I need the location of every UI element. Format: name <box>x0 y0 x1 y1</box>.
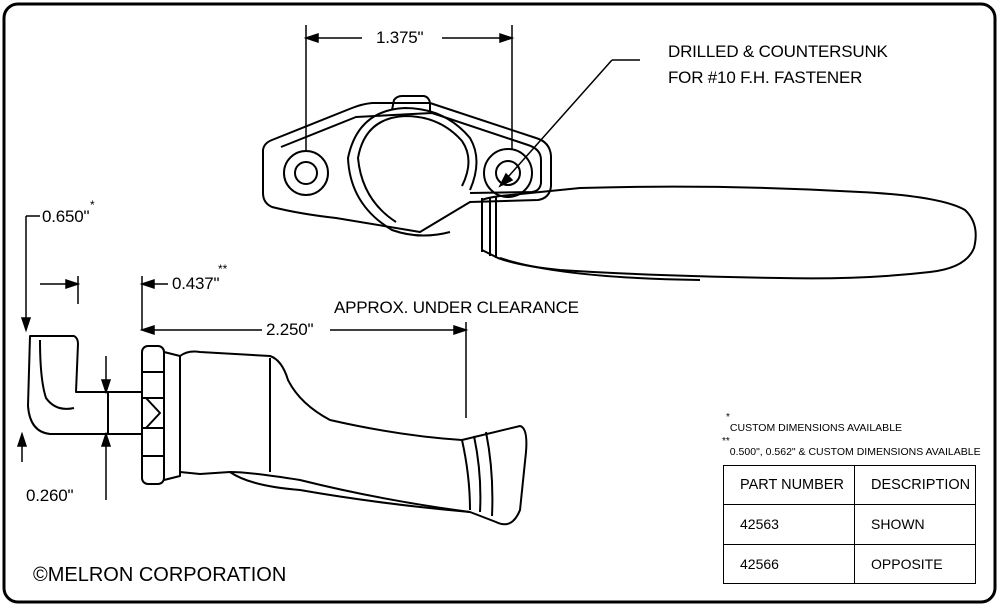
part-number-cell: 42566 <box>723 543 855 585</box>
drill-callout-line2: FOR #10 F.H. FASTENER <box>668 68 863 87</box>
note-custom-dimensions: *CUSTOM DIMENSIONS AVAILABLE <box>726 412 902 434</box>
note2-text: 0.500", 0.562" & CUSTOM DIMENSIONS AVAIL… <box>729 445 981 458</box>
note1-text: CUSTOM DIMENSIONS AVAILABLE <box>729 421 903 434</box>
dimension-label-0437: 0.437" <box>172 274 220 293</box>
dimension-label-0260: 0.260" <box>26 486 74 505</box>
table-header-row: PART NUMBER DESCRIPTION <box>723 464 976 506</box>
dimension-1375 <box>303 25 515 150</box>
note2-mark: ** <box>722 436 730 447</box>
description-cell: OPPOSITE <box>854 543 976 585</box>
dimension-label-1375: 1.375" <box>376 28 424 47</box>
note1-mark: * <box>726 412 730 423</box>
drill-callout-leader <box>498 59 640 188</box>
part-number-cell: 42563 <box>723 504 855 545</box>
handle-side-view <box>27 335 528 526</box>
dimension-0650-mark: * <box>90 198 95 212</box>
table-row: 42566 OPPOSITE <box>723 543 976 585</box>
table-row: 42563 SHOWN <box>723 504 976 545</box>
clearance-callout: APPROX. UNDER CLEARANCE <box>334 298 579 317</box>
description-cell: SHOWN <box>854 504 976 545</box>
handle-top-view <box>262 95 977 281</box>
dimension-label-2250: 2.250" <box>266 320 314 339</box>
dimension-label-0650: 0.650" <box>42 207 90 226</box>
dimension-0437-mark: ** <box>218 262 228 276</box>
parts-table: PART NUMBER DESCRIPTION 42563 SHOWN 4256… <box>723 464 976 585</box>
drill-callout-line1: DRILLED & COUNTERSUNK <box>668 42 888 61</box>
note-alt-dimensions: **0.500", 0.562" & CUSTOM DIMENSIONS AVA… <box>722 436 981 458</box>
column-header-description: DESCRIPTION <box>854 464 976 506</box>
copyright-text: ©MELRON CORPORATION <box>33 564 287 586</box>
dimension-lines-side <box>16 215 469 500</box>
column-header-part-number: PART NUMBER <box>723 464 855 506</box>
